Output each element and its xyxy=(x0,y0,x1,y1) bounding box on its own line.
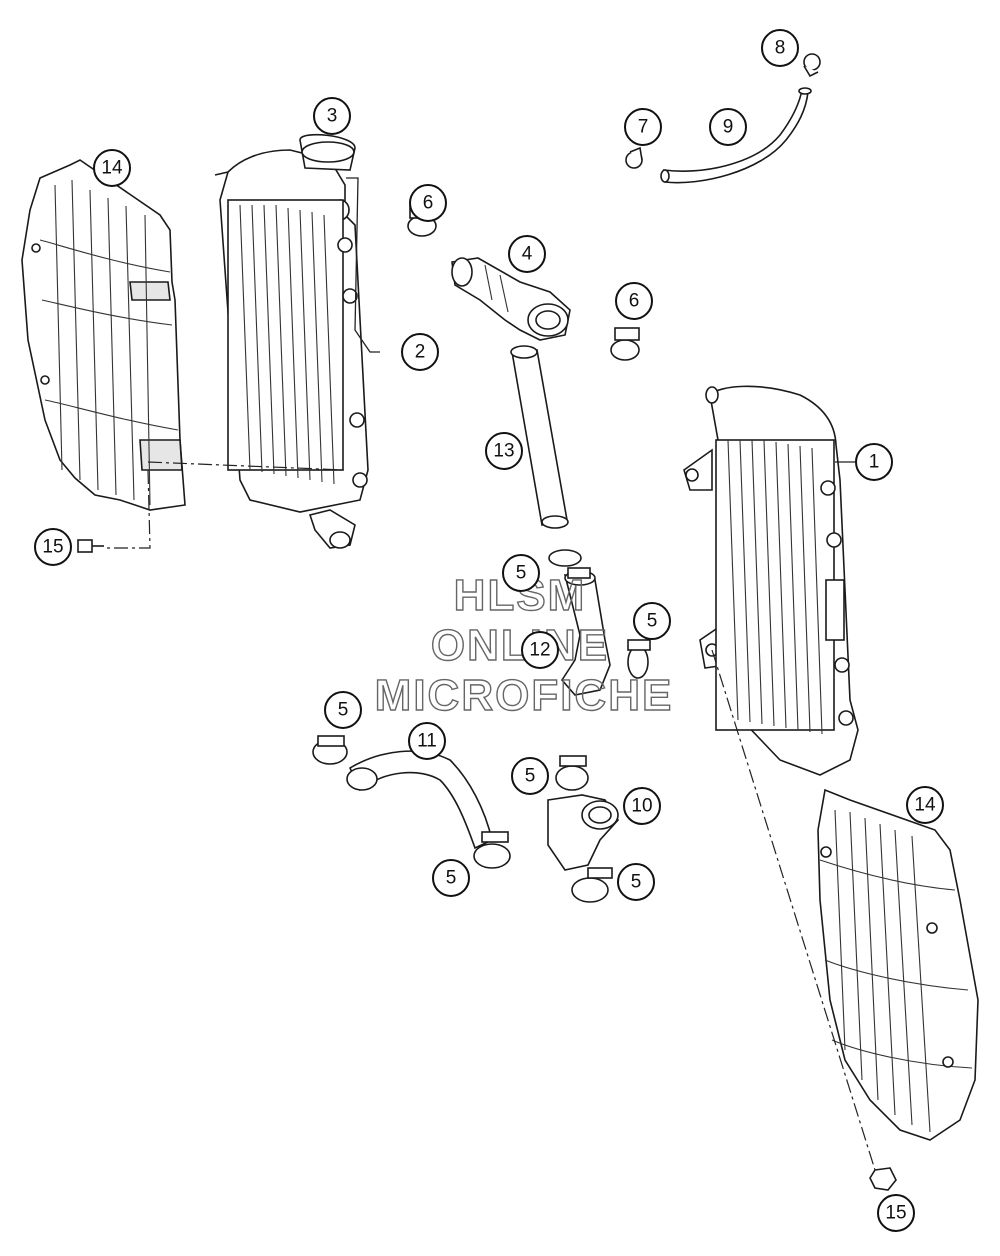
watermark: HLSM ONLINE MICROFICHE xyxy=(374,570,674,720)
callout-9: 9 xyxy=(709,108,747,146)
callout-3: 3 xyxy=(313,97,351,135)
svg-text:13: 13 xyxy=(493,441,514,462)
hose-clamp-5-c xyxy=(312,735,348,765)
callout-5-bottom-right: 5 xyxy=(617,863,655,901)
callout-6-lower: 6 xyxy=(615,282,653,320)
leader-lines xyxy=(104,177,876,1171)
coolant-hose-11 xyxy=(346,750,493,850)
left-radiator-guard xyxy=(21,159,186,511)
svg-text:5: 5 xyxy=(631,872,642,893)
callout-6-upper: 6 xyxy=(409,184,447,222)
svg-text:11: 11 xyxy=(417,731,437,752)
callout-15-left: 15 xyxy=(34,528,72,566)
svg-text:5: 5 xyxy=(338,700,349,721)
callout-5-bottom-left: 5 xyxy=(432,859,470,897)
hose-connector xyxy=(451,257,571,341)
svg-text:8: 8 xyxy=(775,38,786,59)
callout-5-top: 5 xyxy=(502,554,540,592)
right-radiator-guard xyxy=(817,788,979,1141)
svg-text:15: 15 xyxy=(885,1203,906,1224)
hose-clamp-5-a xyxy=(548,549,591,579)
screw-8 xyxy=(803,53,821,78)
callout-13: 13 xyxy=(485,432,523,470)
svg-text:2: 2 xyxy=(415,342,426,363)
svg-text:5: 5 xyxy=(525,766,536,787)
callout-11: 11 xyxy=(408,722,446,760)
callout-1: 1 xyxy=(855,443,893,481)
callout-5-mid: 5 xyxy=(511,757,549,795)
callout-7: 7 xyxy=(624,108,662,146)
watermark-line-3: MICROFICHE xyxy=(375,671,674,720)
callout-8: 8 xyxy=(761,29,799,67)
hose-clamp-5-f xyxy=(571,867,613,903)
svg-text:5: 5 xyxy=(446,868,457,889)
screw-15-left xyxy=(77,539,104,553)
svg-text:3: 3 xyxy=(327,106,338,127)
hose-clamp-5-e xyxy=(555,755,589,791)
svg-text:14: 14 xyxy=(101,158,123,179)
coolant-tube-13 xyxy=(510,345,569,529)
right-radiator xyxy=(683,385,859,776)
svg-text:5: 5 xyxy=(516,563,527,584)
svg-text:5: 5 xyxy=(647,611,658,632)
svg-text:1: 1 xyxy=(869,452,880,473)
svg-text:7: 7 xyxy=(638,117,649,138)
coolant-hose-10 xyxy=(547,794,620,871)
callout-5-right: 5 xyxy=(633,602,671,640)
callout-5-left: 5 xyxy=(324,691,362,729)
svg-text:15: 15 xyxy=(42,537,63,558)
callout-12: 12 xyxy=(521,631,559,669)
callout-14-right: 14 xyxy=(906,786,944,824)
hose-clamp-5-b xyxy=(627,639,651,679)
svg-text:10: 10 xyxy=(631,796,652,817)
watermark-line-2: ONLINE xyxy=(431,621,609,670)
callout-14-left: 14 xyxy=(93,149,131,187)
callout-15-right: 15 xyxy=(877,1194,915,1232)
svg-text:12: 12 xyxy=(529,640,550,661)
callout-2: 2 xyxy=(401,333,439,371)
svg-text:14: 14 xyxy=(914,795,936,816)
svg-text:6: 6 xyxy=(629,291,640,312)
callout-10: 10 xyxy=(623,787,661,825)
hose-clamp-6-lower xyxy=(610,327,640,361)
hose-clamp-5-d xyxy=(473,831,511,869)
screw-15-right xyxy=(869,1167,897,1191)
svg-text:6: 6 xyxy=(423,193,434,214)
left-radiator xyxy=(214,133,369,549)
svg-text:4: 4 xyxy=(522,244,533,265)
small-clamp-7 xyxy=(625,146,643,169)
svg-text:9: 9 xyxy=(723,117,734,138)
breather-hose-9 xyxy=(660,87,812,184)
callout-4: 4 xyxy=(508,235,546,273)
